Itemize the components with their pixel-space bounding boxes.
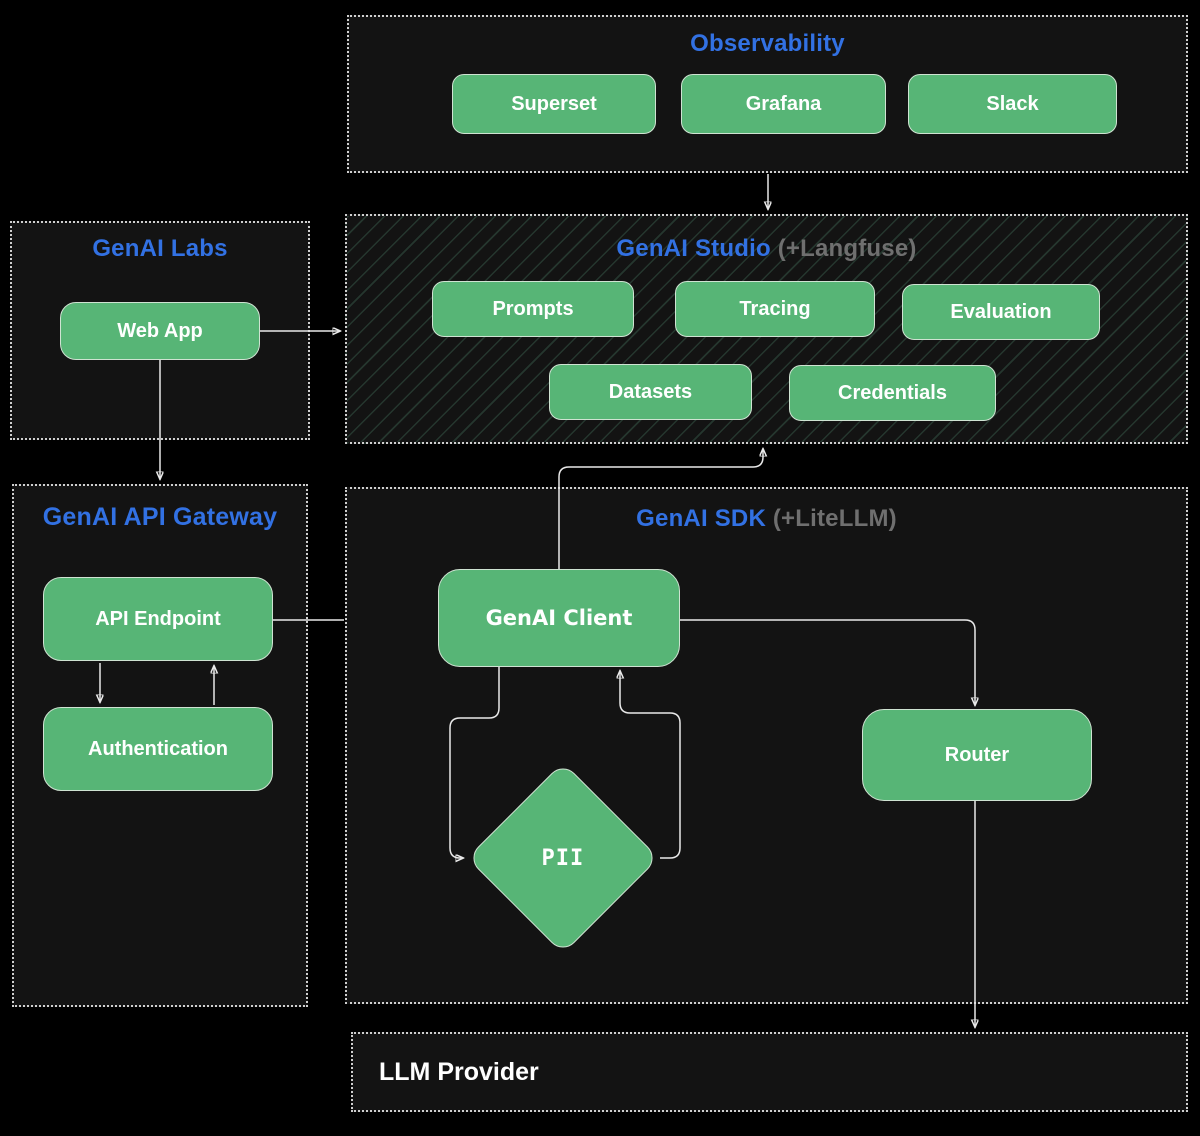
api-gateway-title: GenAI API Gateway: [42, 503, 278, 531]
web-app-label: Web App: [117, 319, 203, 342]
credentials-node: Credentials: [789, 365, 996, 421]
genai-sdk-title-sub: (+LiteLLM): [772, 505, 897, 532]
router-label: Router: [944, 743, 1010, 766]
grafana-label: Grafana: [745, 92, 822, 115]
superset-label: Superset: [511, 92, 597, 115]
genai-studio-title: GenAI Studio (+Langfuse): [347, 235, 1186, 263]
llm-provider-container: LLM Provider: [351, 1032, 1188, 1112]
prompts-node: Prompts: [432, 281, 634, 337]
api-endpoint-label: API Endpoint: [95, 607, 221, 630]
api-endpoint-node: API Endpoint: [43, 577, 273, 661]
slack-label: Slack: [986, 92, 1039, 115]
datasets-label: Datasets: [608, 380, 693, 403]
router-node: Router: [862, 709, 1092, 801]
credentials-label: Credentials: [838, 381, 947, 404]
grafana-node: Grafana: [681, 74, 886, 134]
genai-sdk-title: GenAI SDK (+LiteLLM): [347, 505, 1186, 533]
pii-label: PII: [541, 845, 585, 871]
tracing-label: Tracing: [739, 297, 811, 320]
evaluation-node: Evaluation: [902, 284, 1100, 340]
genai-studio-title-sub: (+Langfuse): [777, 235, 917, 262]
genai-studio-title-main: GenAI Studio: [616, 235, 771, 262]
genai-sdk-title-main: GenAI SDK: [636, 505, 766, 532]
genai-labs-title: GenAI Labs: [92, 235, 228, 262]
superset-node: Superset: [452, 74, 656, 134]
prompts-label: Prompts: [492, 297, 574, 320]
llm-provider-title: LLM Provider: [379, 1058, 539, 1086]
tracing-node: Tracing: [675, 281, 875, 337]
observability-title: Observability: [690, 30, 845, 57]
datasets-node: Datasets: [549, 364, 752, 420]
authentication-node: Authentication: [43, 707, 273, 791]
web-app-node: Web App: [60, 302, 260, 360]
authentication-label: Authentication: [88, 737, 228, 760]
evaluation-label: Evaluation: [950, 300, 1052, 323]
slack-node: Slack: [908, 74, 1117, 134]
genai-client-label: GenAI Client: [485, 606, 633, 630]
genai-client-node: GenAI Client: [438, 569, 680, 667]
